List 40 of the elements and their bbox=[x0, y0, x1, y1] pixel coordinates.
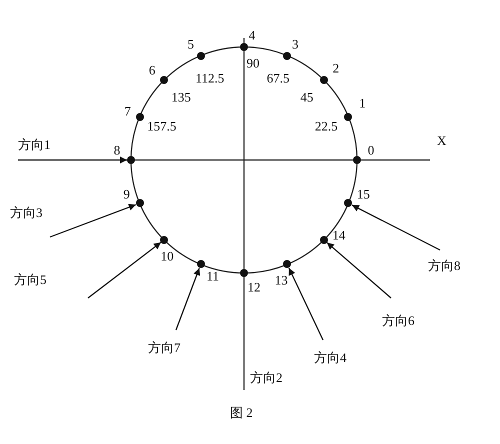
direction-label: 方向4 bbox=[314, 350, 346, 365]
arrow bbox=[50, 204, 136, 238]
point-number: 4 bbox=[248, 28, 256, 42]
angle-label: 135 bbox=[171, 90, 191, 105]
axis-label: X bbox=[437, 133, 446, 148]
arrow bbox=[18, 156, 127, 164]
point-number: 1 bbox=[359, 95, 366, 110]
arrow bbox=[175, 268, 200, 330]
point-number: 9 bbox=[123, 186, 130, 202]
direction-label: 方向6 bbox=[382, 313, 414, 328]
direction-label: 方向2 bbox=[250, 370, 282, 385]
direction-label: 方向5 bbox=[14, 272, 46, 287]
point-number: 0 bbox=[368, 142, 374, 158]
direction-label: 方向3 bbox=[10, 205, 42, 220]
point-number: 15 bbox=[356, 186, 370, 202]
arrow bbox=[326, 242, 392, 298]
point-number: 3 bbox=[292, 36, 298, 52]
point-number: 13 bbox=[274, 272, 288, 288]
figure-caption: 图 2 bbox=[230, 405, 253, 420]
point-number: 2 bbox=[332, 60, 340, 76]
point-number: 11 bbox=[206, 268, 220, 284]
arrow bbox=[88, 242, 162, 298]
angle-label: 22.5 bbox=[314, 118, 338, 134]
angle-label: 67.5 bbox=[266, 70, 290, 86]
point-number: 6 bbox=[148, 62, 156, 78]
angle-label: 45 bbox=[300, 90, 314, 105]
point-number: 14 bbox=[332, 227, 346, 242]
point-number: 7 bbox=[124, 103, 131, 118]
direction-label: 方向8 bbox=[428, 258, 460, 273]
arrow bbox=[352, 204, 440, 251]
direction-label: 方向7 bbox=[148, 340, 180, 355]
direction-label: 方向1 bbox=[18, 137, 50, 152]
angle-label: 90 bbox=[246, 56, 260, 70]
angle-label: 112.5 bbox=[196, 70, 224, 86]
point-number: 10 bbox=[160, 248, 174, 264]
point-number: 12 bbox=[248, 280, 260, 294]
point-number: 8 bbox=[114, 142, 120, 158]
arrow bbox=[288, 268, 324, 340]
point-number: 5 bbox=[188, 36, 194, 52]
angle-label: 157.5 bbox=[147, 118, 176, 134]
